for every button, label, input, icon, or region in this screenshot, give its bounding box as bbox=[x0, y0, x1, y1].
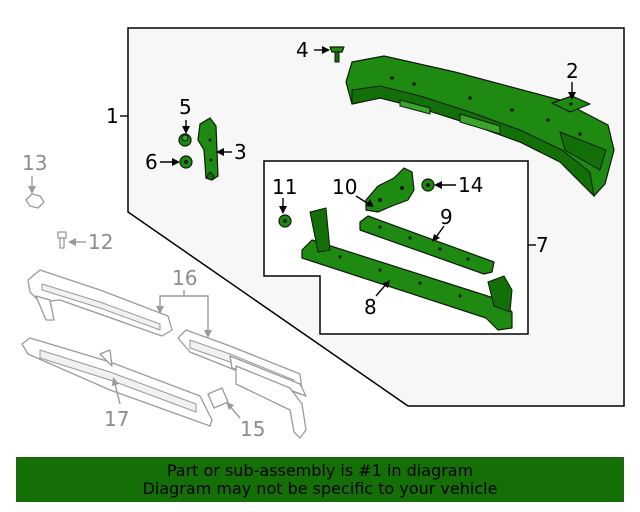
leader-lines bbox=[28, 46, 576, 419]
nut-part-14[interactable] bbox=[421, 178, 435, 192]
callout-6: 6 bbox=[145, 150, 158, 174]
upper-reinforcement-bar-part-9[interactable] bbox=[359, 215, 495, 275]
clip-part-5[interactable] bbox=[178, 133, 192, 147]
pad-part-15[interactable] bbox=[207, 387, 229, 409]
reinforcement-bracket-part-10[interactable] bbox=[365, 167, 415, 213]
callout-4: 4 bbox=[296, 38, 309, 62]
callout-7: 7 bbox=[536, 233, 549, 257]
bolt-part-11[interactable] bbox=[278, 214, 292, 228]
bumper-face-bar[interactable] bbox=[345, 55, 615, 198]
callout-13: 13 bbox=[22, 151, 47, 175]
step-pad-part-16b[interactable] bbox=[177, 329, 307, 397]
clip-part-13[interactable] bbox=[25, 193, 45, 209]
callout-17: 17 bbox=[104, 407, 129, 431]
banner-line-2: Diagram may not be specific to your vehi… bbox=[142, 478, 498, 498]
callout-14: 14 bbox=[458, 173, 483, 197]
bumper-end-cap[interactable] bbox=[235, 365, 307, 439]
bolt-part-12[interactable] bbox=[57, 231, 67, 249]
bumper-reinforcement-part-8[interactable] bbox=[301, 207, 513, 331]
callout-10: 10 bbox=[332, 175, 357, 199]
step-pad-part-16[interactable] bbox=[27, 269, 173, 337]
notice-banner: Part or sub-assembly is #1 in diagram Di… bbox=[16, 457, 624, 502]
callout-5: 5 bbox=[179, 95, 192, 119]
callout-15: 15 bbox=[240, 417, 265, 441]
callout-3: 3 bbox=[234, 140, 247, 164]
side-bracket-part-3[interactable] bbox=[197, 117, 219, 181]
license-plate-bracket[interactable] bbox=[551, 95, 591, 113]
banner-line-1: Part or sub-assembly is #1 in diagram bbox=[166, 460, 474, 480]
callout-2: 2 bbox=[566, 59, 579, 83]
nut-part-6[interactable] bbox=[179, 155, 193, 169]
callout-8: 8 bbox=[364, 295, 377, 319]
bolt-part-4[interactable] bbox=[329, 46, 345, 63]
callout-11: 11 bbox=[272, 175, 297, 199]
callout-12: 12 bbox=[88, 230, 113, 254]
callout-1: 1 bbox=[106, 104, 119, 128]
callout-9: 9 bbox=[440, 205, 453, 229]
callout-16: 16 bbox=[172, 266, 197, 290]
